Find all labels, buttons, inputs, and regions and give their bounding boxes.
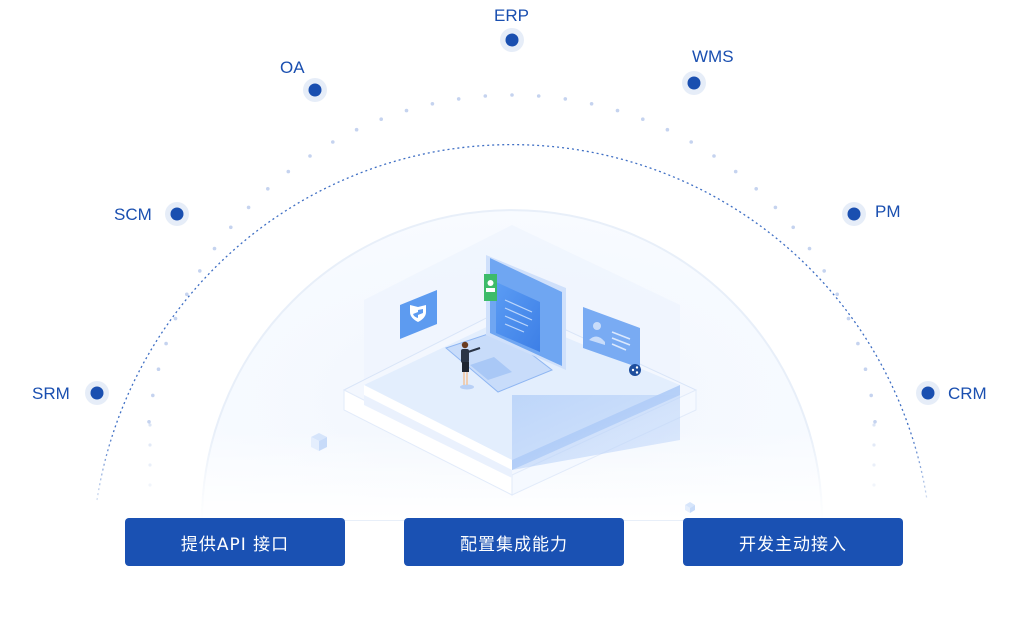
node-srm [85,381,109,405]
small-cube-right [685,502,695,513]
user-badge-icon [484,274,497,301]
inner-arc-dot [173,316,178,321]
inner-arc-dot [589,102,594,106]
block-left [364,385,512,470]
inner-arc-dot [331,140,335,144]
inner-arc-dot [733,169,738,174]
inner-arc-dot [536,94,541,98]
inner-arc-dot [689,140,693,144]
inner-arc-dot [212,246,217,251]
inner-arc-dot [665,127,670,132]
inner-arc-dot [835,292,839,297]
inner-arc-dot [863,367,868,372]
inner-arc-dot [872,423,876,427]
node-dot [687,76,701,90]
inner-arc-dot [510,93,514,97]
node-label-erp: ERP [494,6,529,25]
node-crm [916,381,940,405]
node-scm [165,202,189,226]
inner-arc-dot [246,205,251,210]
inner-arc-dot [754,187,758,191]
share-icon [629,364,641,376]
inner-arc-dot [404,108,409,113]
inner-arc-dot [773,205,778,210]
node-dot [90,386,104,400]
inner-arc-dot [164,341,168,346]
platform-illustration [342,225,698,496]
active-development-button[interactable]: 开发主动接入 [683,518,903,566]
node-pm [842,202,866,226]
inner-arc-dot [354,127,359,132]
node-erp [500,28,524,52]
system-nodes [85,28,940,405]
node-dot [308,83,322,97]
inner-arc-dot [156,367,161,372]
inner-arc-dot [869,393,873,398]
node-label-srm: SRM [32,384,70,403]
node-label-pm: PM [875,202,901,221]
inner-arc-dot [712,154,716,158]
node-dot [847,207,861,221]
small-cube-left [311,433,327,451]
node-dot [505,33,519,47]
inner-arc-dot [456,97,461,101]
inner-arc-dot [286,169,291,174]
node-label-crm: CRM [948,384,987,403]
laptop-base [444,329,553,393]
inner-arc-dot [641,117,645,121]
inner-arc-dot [198,269,202,273]
inner-arc-dot [483,94,488,98]
outer-dashed-arc [96,143,928,501]
inner-arc-dot [229,225,233,230]
inner-arc-dot [266,187,270,191]
inner-arc-dot [147,420,151,424]
person-figure [460,341,481,390]
inner-arc-dot [563,97,568,101]
inner-arc-dot [148,423,152,427]
inner-arc-dot [185,292,189,297]
node-label-oa: OA [280,58,305,77]
inner-arc-dot [308,154,312,158]
inner-arc-dot [807,246,812,251]
inner-arc-dot [379,117,384,121]
inner-arc-dot [873,420,877,424]
inner-arc-dot [615,108,620,113]
node-label-wms: WMS [692,47,734,66]
block-top [364,315,680,460]
node-oa [303,78,327,102]
node-dot [170,207,184,221]
inner-arc-dot [791,225,795,230]
inner-arc-dot [856,341,860,346]
node-label-scm: SCM [114,205,152,224]
inner-arc-dot [151,393,155,398]
node-dot [921,386,935,400]
node-wms [682,71,706,95]
provide-api-button[interactable]: 提供API 接口 [125,518,345,566]
inner-arc-dot [822,269,826,273]
configure-integration-button[interactable]: 配置集成能力 [404,518,624,566]
inner-arc-dot [846,316,851,321]
inner-arc-dot [430,102,435,106]
